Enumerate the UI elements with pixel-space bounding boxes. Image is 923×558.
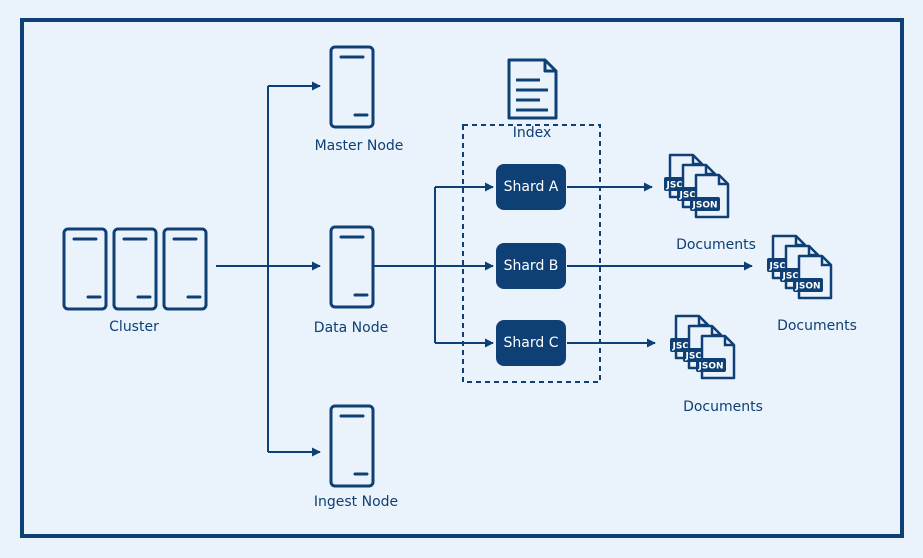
json-badge [696,358,726,372]
shard-a[interactable]: Shard A [496,164,566,210]
documents-label-a: Documents [676,237,756,253]
ingest-node-server-icon [329,404,375,488]
json-badge [793,278,823,292]
json-badge-text: JSON [691,201,717,211]
index-boundary [462,124,601,383]
shard-c[interactable]: Shard C [496,320,566,366]
ingest-node-label: Ingest Node [313,494,399,510]
cluster-connectors [216,81,321,457]
json-badge-text: JSON [684,352,710,362]
json-badge-text: JSON [768,262,794,272]
master-node-label: Master Node [314,138,404,154]
shard-connectors [374,182,494,348]
data-node-label: Data Node [313,320,389,336]
outer-frame [20,18,904,538]
json-badge-text: JSON [697,362,723,372]
json-badge [690,197,720,211]
index-label: Index [512,125,552,141]
json-badge-text: JSON [781,272,807,282]
document-connectors [567,182,753,348]
json-badge-text: JSON [671,342,697,352]
master-node-server-icon [329,45,375,129]
document-fold-icon [717,175,728,186]
documents-label-b: Documents [777,318,857,334]
json-badge-text: JSON [665,181,691,191]
document-fold-icon [723,336,734,347]
index-document-icon [507,58,558,120]
data-node-server-icon [329,225,375,309]
document-fold-icon [820,256,831,267]
documents-label-c: Documents [683,399,763,415]
shard-b[interactable]: Shard B [496,243,566,289]
json-badge-text: JSON [794,282,820,292]
cluster-label: Cluster [109,319,159,335]
json-badge-text: JSON [678,191,704,201]
cluster-server-icon [62,227,208,311]
